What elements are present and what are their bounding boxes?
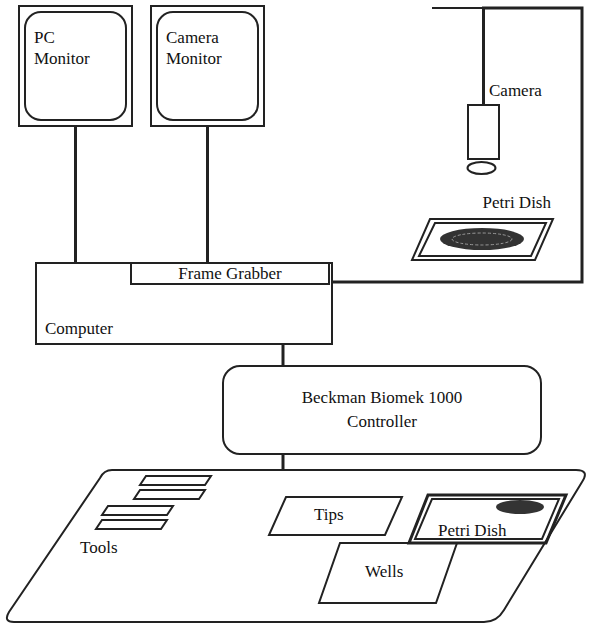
camera-lens (468, 162, 496, 174)
camera-lens (463, 160, 504, 178)
outline (269, 497, 402, 535)
monitor-box: Camera Monitor (150, 5, 265, 127)
tool-strip (96, 520, 167, 529)
node-label: Petri Dish (483, 193, 551, 213)
petri-dish: Petri Dish (408, 494, 568, 544)
outline (319, 543, 457, 603)
node-label: Tips (314, 505, 344, 525)
controller-box: Beckman Biomek 1000 Controller (222, 365, 542, 455)
monitor-screen (157, 12, 258, 120)
dish-culture (452, 233, 512, 245)
outline (419, 223, 546, 256)
deck-cable (282, 455, 285, 470)
monitor-box: PC Monitor (18, 5, 133, 127)
node-label: Beckman Biomek 1000 Controller (287, 386, 477, 434)
node-label: Petri Dish (438, 521, 506, 541)
cable-line (282, 345, 285, 365)
outline (409, 495, 566, 543)
node-label: PC Monitor (34, 27, 100, 69)
outline (412, 219, 553, 260)
robot-deck (7, 470, 585, 622)
petri-dish-plate (410, 217, 555, 263)
dish-culture (440, 228, 524, 250)
cable-line (74, 127, 77, 262)
node-label: Computer (45, 319, 113, 339)
petri-dish: Petri Dish (410, 193, 555, 265)
computer-box: Computer Frame Grabber (35, 262, 333, 345)
cable-line (206, 127, 209, 262)
node-label: Camera Monitor (166, 27, 232, 69)
node-label: Frame Grabber (178, 264, 281, 283)
camera-body: Camera (467, 104, 500, 160)
node-label: Wells (365, 562, 403, 582)
tool-strip (102, 506, 173, 515)
tip-rack: Tips (268, 496, 404, 536)
cable-line (330, 8, 582, 282)
tool-rack: Tools (60, 472, 220, 560)
dish-culture (496, 500, 544, 514)
frame-grabber-box: Frame Grabber (130, 262, 330, 285)
node-label: Camera (489, 81, 542, 101)
well-plate: Wells (318, 542, 458, 604)
node-label: Tools (80, 538, 118, 558)
tool-strip (134, 490, 205, 499)
camera-stand (432, 7, 484, 9)
monitor-screen (25, 12, 126, 120)
tool-strip (140, 476, 211, 485)
